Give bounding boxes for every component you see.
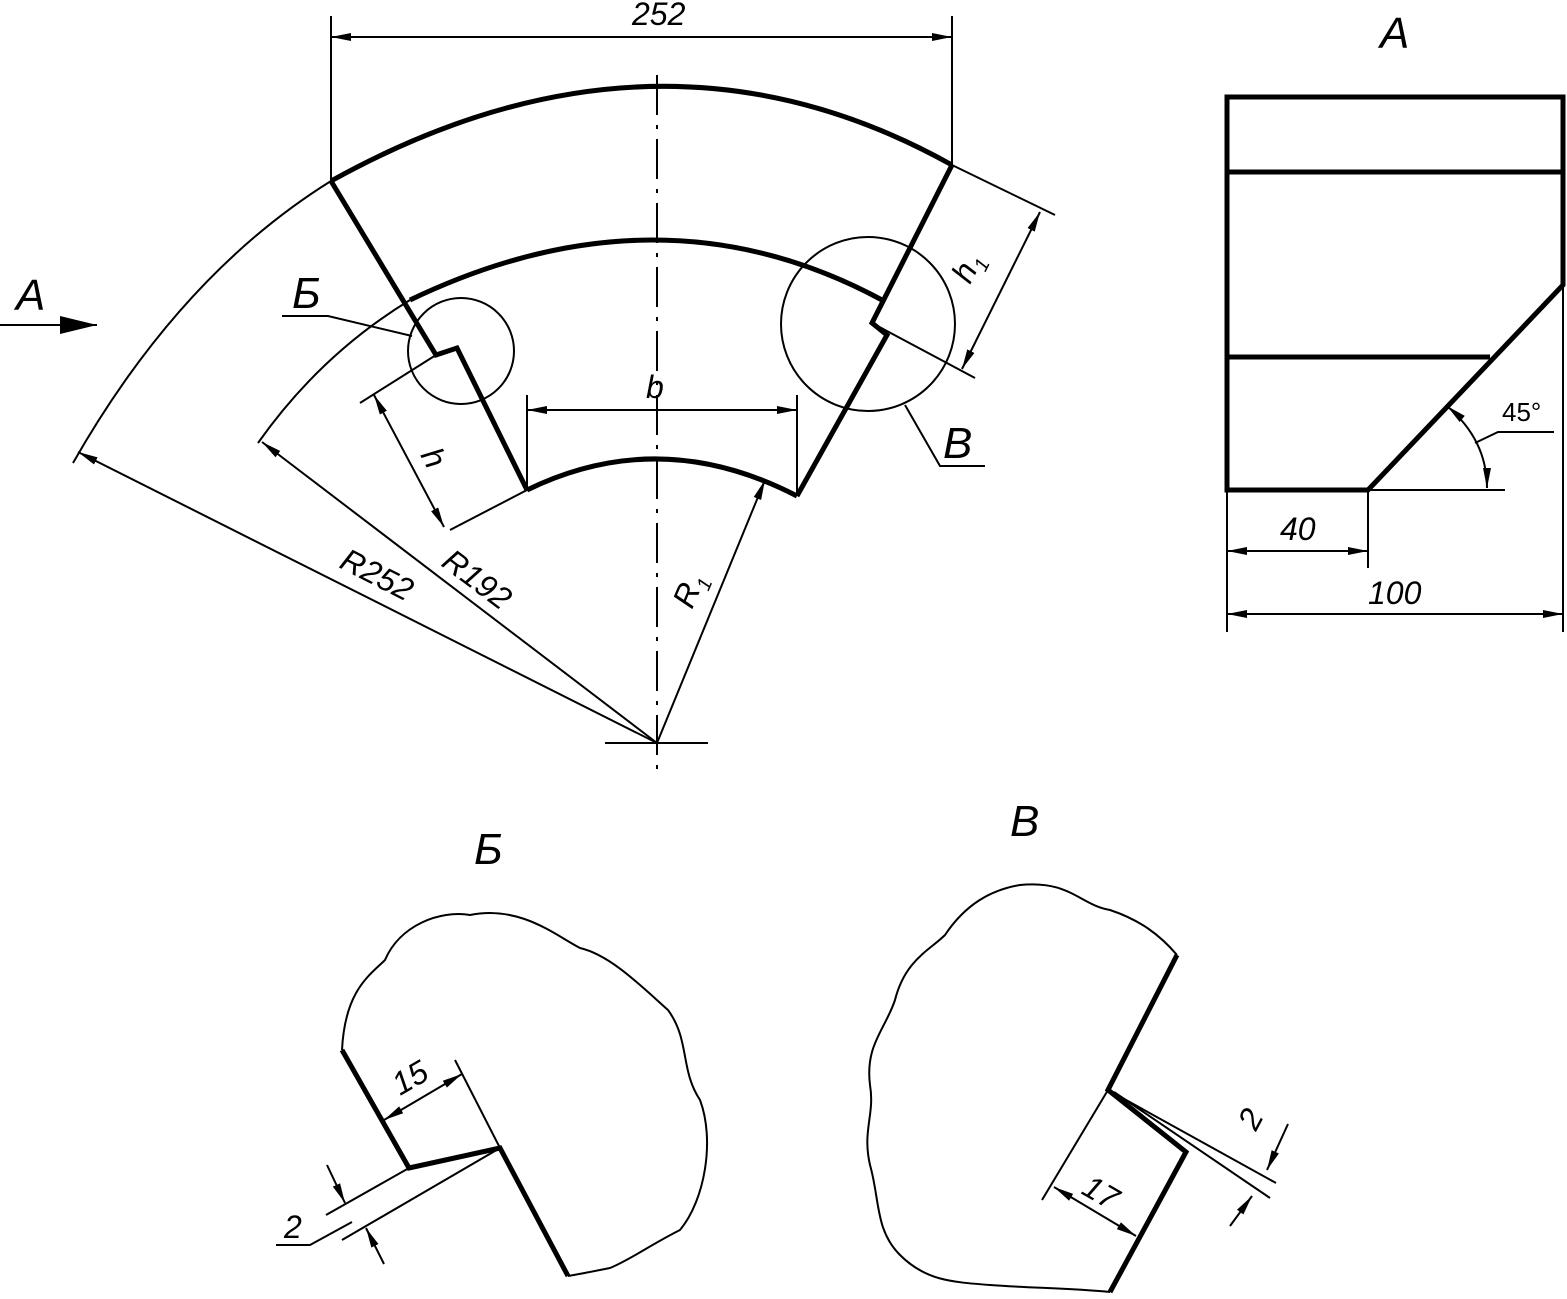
dim-h1-ext-top [951, 164, 1056, 216]
detail-b-dim-2-arrow-bottom [365, 1227, 385, 1265]
view-a-label: A [13, 271, 45, 320]
detail-v-dim-17-line [1053, 1186, 1137, 1237]
dim-r252-line [77, 451, 658, 744]
detail-b-dim-15-line [383, 1073, 463, 1121]
dim-h-ext-bottom [449, 489, 528, 531]
main-view: 252 b h h1 R252 R192 R1 A Б [0, 0, 1056, 770]
dim-h-line [373, 394, 445, 528]
angle-leader [1474, 431, 1554, 444]
detail-b-ext-15 [454, 1059, 501, 1149]
bottom-arc [525, 456, 799, 499]
view-a-outline [1224, 94, 1566, 493]
detail-v-title: В [1010, 797, 1039, 846]
inner-arc-extension [257, 299, 411, 444]
detail-v-dim-17-text: 17 [1077, 1168, 1127, 1218]
detail-b-circle [407, 297, 515, 405]
detail-b-dim-2-text: 2 [283, 1209, 302, 1245]
detail-v-break-line [866, 883, 1178, 1293]
outer-arc [329, 83, 954, 184]
dim-252-text: 252 [631, 0, 686, 32]
dim-100-text: 100 [1368, 575, 1422, 611]
detail-b: Б 15 2 [276, 825, 709, 1278]
detail-v-dim-2-arrow-bottom [1229, 1195, 1253, 1227]
dim-40-text: 40 [1280, 511, 1316, 547]
detail-b-dim-2-leader [276, 1221, 353, 1246]
dim-r1-text: R1 [665, 567, 717, 615]
detail-b-ext-2a [325, 1167, 410, 1216]
detail-b-edge [339, 1048, 571, 1278]
detail-v-leader [904, 404, 985, 467]
view-a: A 40 100 45° [1224, 9, 1566, 632]
detail-b-dim-2-arrow-top [326, 1164, 346, 1204]
left-edge [328, 179, 530, 492]
detail-v-ext-2b [1113, 1091, 1271, 1199]
dim-h1-line [961, 211, 1041, 370]
detail-v-edge [1104, 953, 1190, 1294]
dim-h-ext-top [359, 354, 437, 404]
detail-v-ext-2a [1107, 1089, 1277, 1184]
detail-b-leader [282, 315, 413, 337]
detail-b-break-line [341, 912, 709, 1277]
dim-h1-ext-bottom [871, 322, 976, 379]
detail-v-label: В [943, 419, 972, 468]
detail-b-label: Б [292, 269, 321, 318]
right-edge [794, 163, 955, 498]
view-a-title: A [1377, 9, 1409, 58]
detail-v-dim-2-text: 2 [1230, 1102, 1271, 1136]
inner-arc [408, 237, 884, 303]
view-a-arrowhead [60, 316, 97, 334]
angle-arc [1446, 405, 1491, 489]
detail-b-ext-2b [341, 1147, 501, 1241]
detail-v: В 17 2 [866, 797, 1289, 1294]
dim-b-text: b [646, 369, 664, 405]
detail-v-ext-17 [1041, 1089, 1109, 1201]
angle-text: 45° [1502, 397, 1541, 427]
detail-b-title: Б [474, 825, 503, 874]
dim-r192-line [261, 441, 658, 744]
dim-r1-line [656, 479, 766, 744]
outer-arc-extension [72, 180, 332, 464]
dim-h-text: h [414, 441, 454, 474]
dim-h1-text: h1 [944, 246, 995, 291]
detail-v-dim-2-arrow-top [1266, 1123, 1289, 1171]
detail-v-circle [780, 236, 956, 412]
